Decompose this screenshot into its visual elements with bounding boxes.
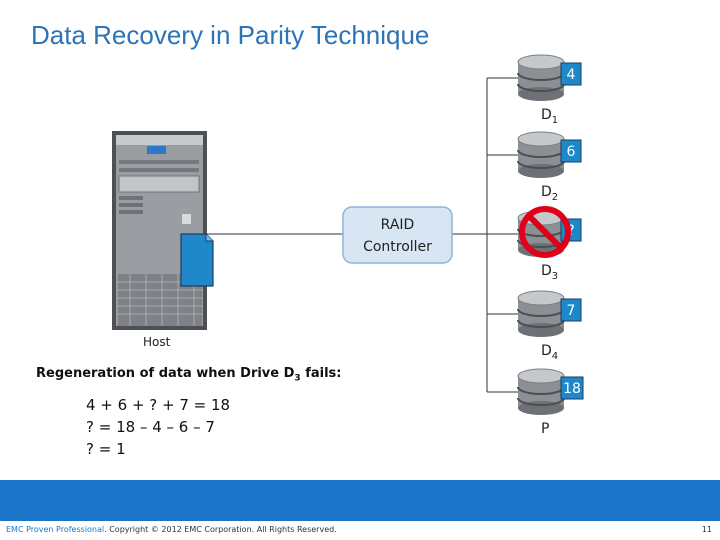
controller-line-2: Controller (363, 239, 432, 255)
server-tower-icon (112, 131, 207, 330)
disk-value: 7 (567, 303, 576, 319)
value-box (560, 376, 584, 400)
disk-stack-icon (517, 368, 565, 415)
disk-4: 7D4 (517, 290, 582, 362)
disk-stack-icon (517, 54, 565, 101)
disk-stack-icon (517, 290, 565, 337)
disk-label: D2 (541, 184, 558, 203)
disk-1: 4D1 (517, 54, 582, 126)
disk-stack-icon (517, 131, 565, 178)
document-icon (180, 233, 214, 287)
disk-5: 18P (517, 368, 584, 437)
value-box (560, 139, 582, 163)
equation-line-3: ? = 1 (86, 440, 126, 458)
disk-label: P (541, 421, 549, 437)
footer-brand: EMC Proven Professional (6, 525, 105, 534)
disk-value: 4 (567, 67, 576, 83)
equation-line-1: 4 + 6 + ? + 7 = 18 (86, 396, 231, 414)
disk-label: D3 (541, 263, 558, 282)
footer-copyright-text: . Copyright © 2012 EMC Corporation. All … (104, 525, 337, 534)
controller-line-1: RAID (381, 217, 415, 233)
controller-box (342, 206, 453, 264)
page-title: Data Recovery in Parity Technique (31, 20, 430, 50)
disk-2: 6D2 (517, 131, 582, 203)
footer: EMC Proven Professional. Copyright © 201… (0, 521, 720, 540)
disk-value: 18 (563, 381, 581, 397)
raid-controller: RAID Controller (342, 206, 453, 264)
footer-copyright: EMC Proven Professional. Copyright © 201… (6, 525, 337, 534)
connectors (205, 77, 518, 393)
regeneration-heading: Regeneration of data when Drive D3 fails… (36, 366, 342, 384)
value-box (560, 62, 582, 86)
disk-value: 6 (567, 144, 576, 160)
disk-3: ? D3 (517, 206, 582, 282)
disk-label: D1 (541, 107, 558, 126)
prohibited-icon (519, 206, 571, 258)
footer-bar (0, 480, 720, 521)
disk-label: D4 (541, 343, 558, 362)
page-number: 11 (701, 525, 712, 534)
disk-value: ? (567, 223, 574, 239)
host-label: Host (143, 335, 171, 349)
value-box (560, 298, 582, 322)
equation-line-2: ? = 18 – 4 – 6 – 7 (86, 418, 215, 436)
